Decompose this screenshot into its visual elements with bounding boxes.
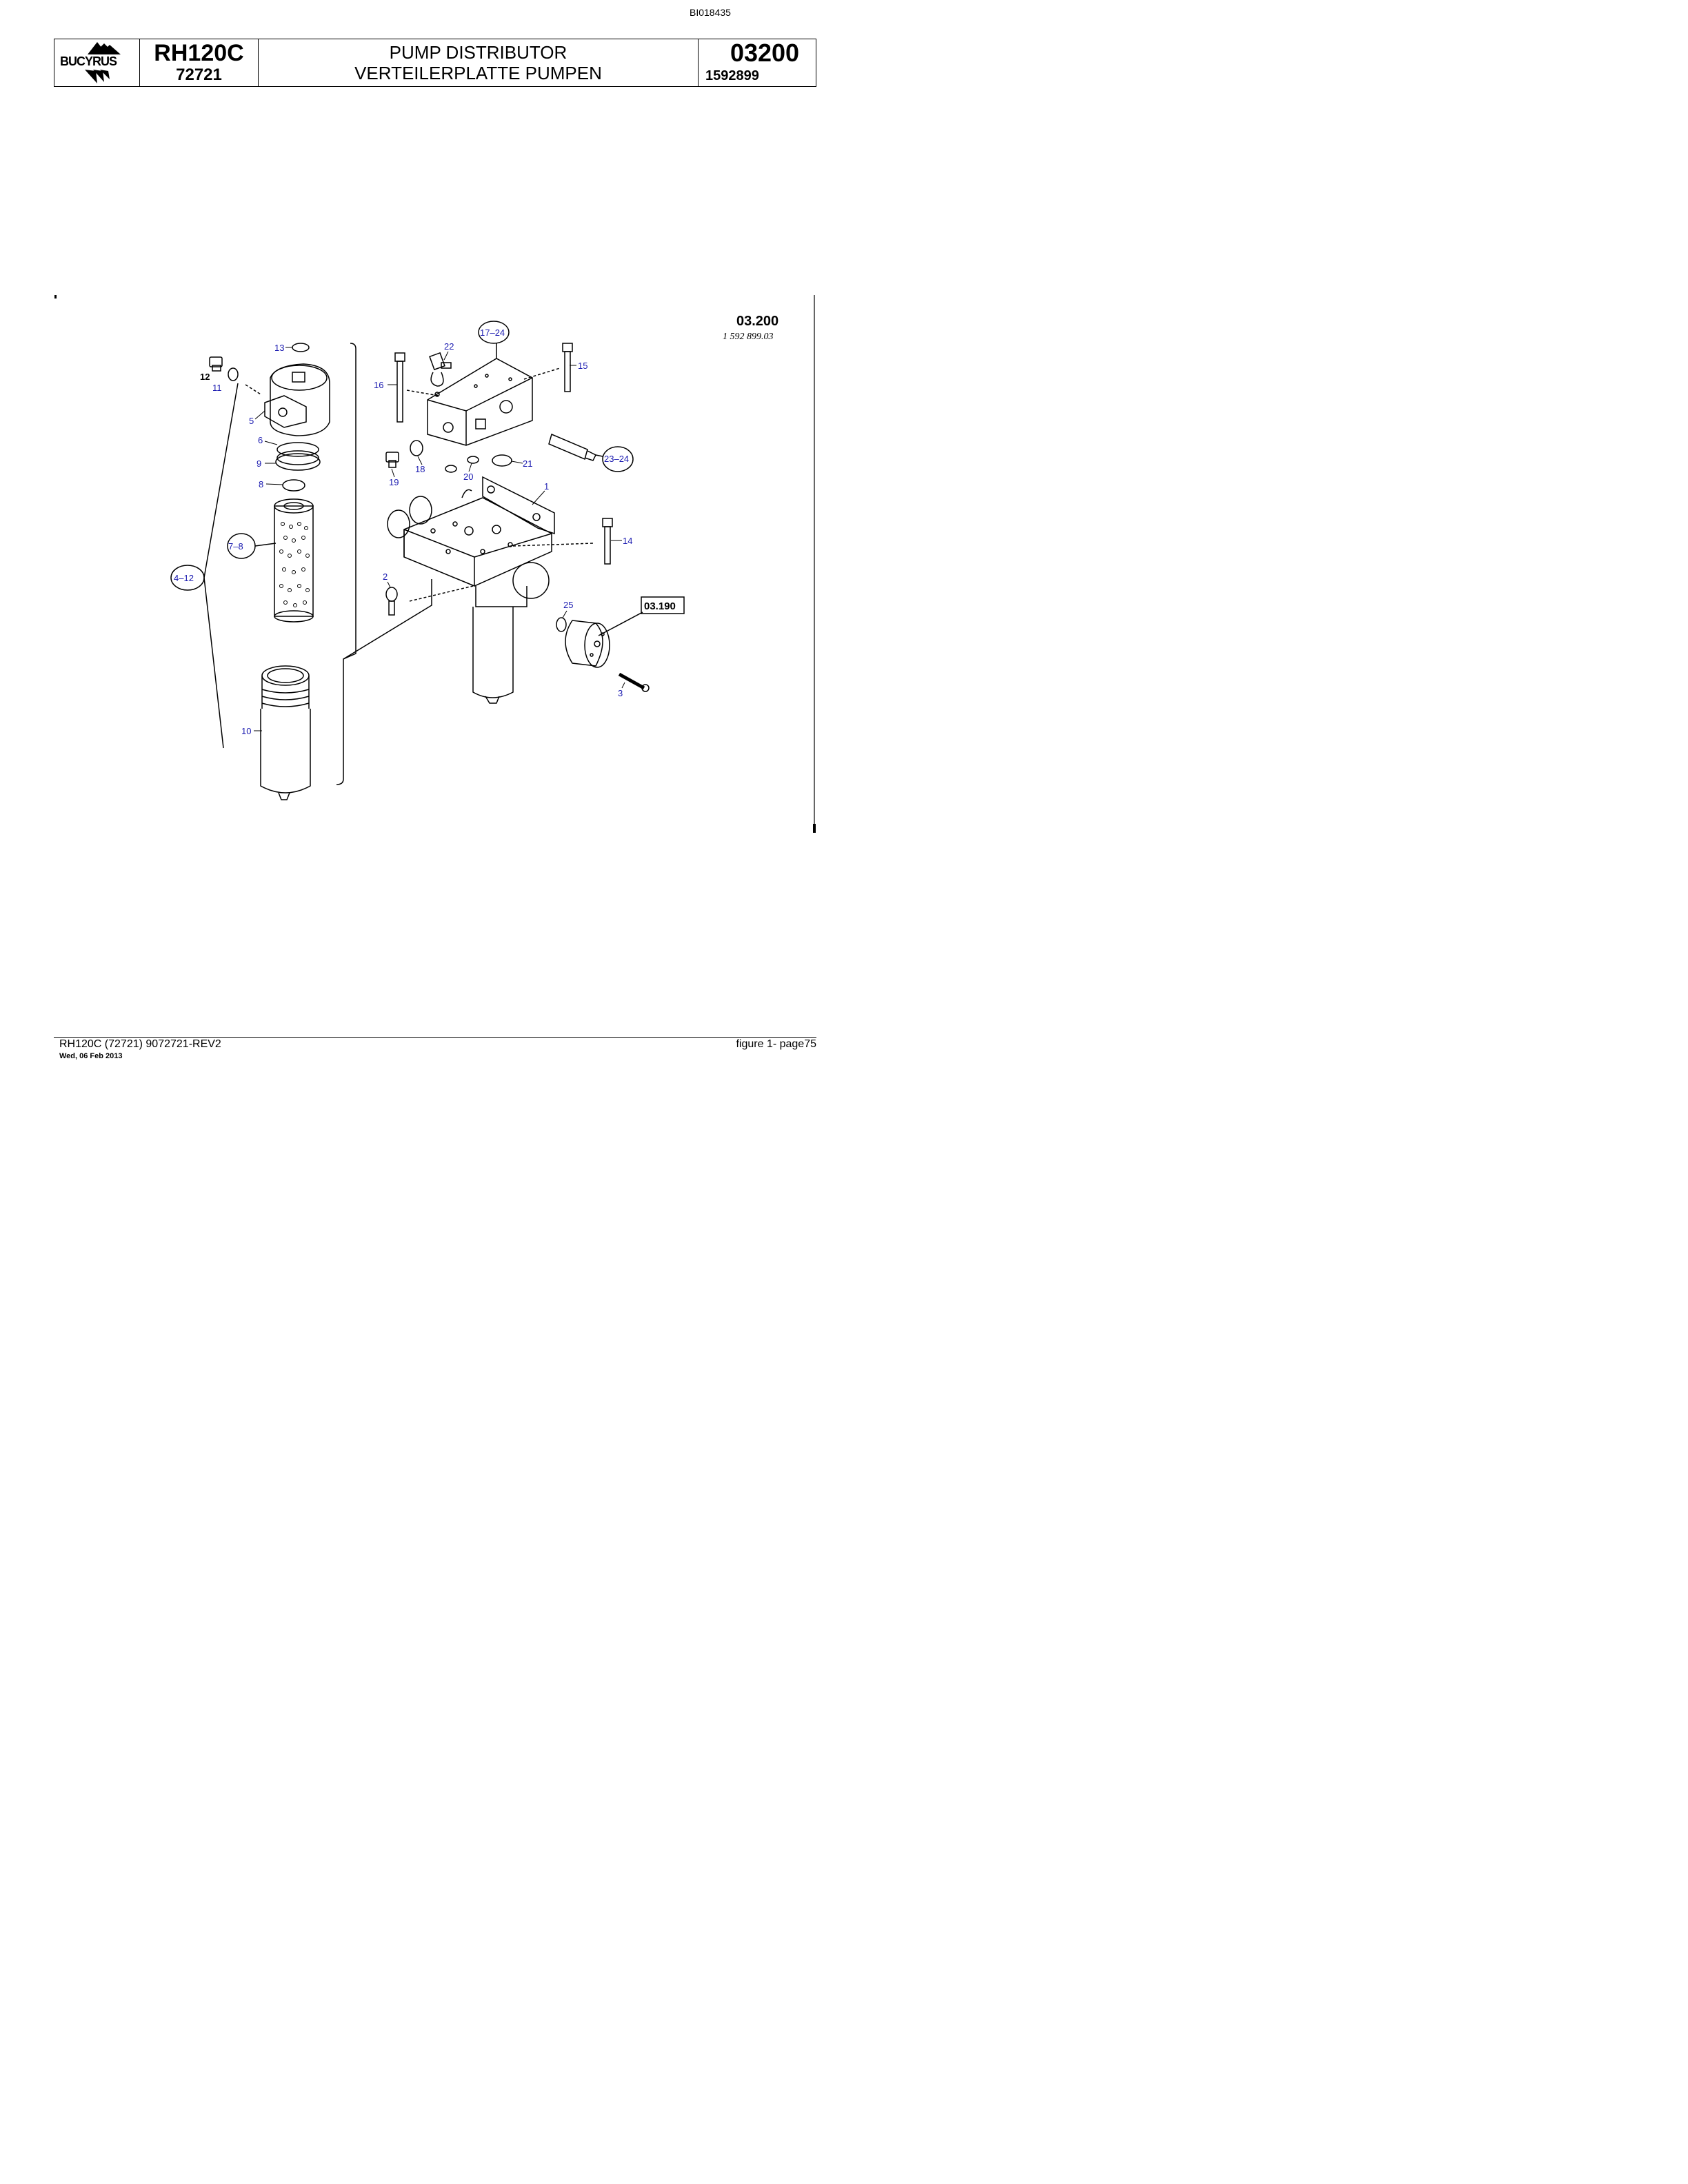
title-cell: PUMP DISTRIBUTOR VERTEILERPLATTE PUMPEN [259,39,699,86]
group-circle-23-24 [602,446,634,472]
document-id: BI018435 [690,7,731,18]
callout-6: 6 [258,435,263,445]
callout-19: 19 [389,477,399,487]
callout-21: 21 [523,458,532,469]
group-label-17-24: 17–24 [480,327,505,338]
callout-10: 10 [241,726,251,736]
figure-ref-number: 1 592 899.03 [723,332,774,342]
callout-13: 13 [274,343,284,353]
footer-date: Wed, 06 Feb 2013 [59,1052,123,1060]
part-18-washer [410,440,423,456]
group-label-4-12: 4–12 [174,573,194,583]
section-number: 03200 [730,39,800,67]
part-23-cartridge [548,433,597,461]
part-6-ring [277,442,319,457]
callout-14: 14 [623,536,632,546]
callout-2: 2 [383,572,388,582]
footer-document-ref: RH120C (72721) 9072721-REV2 [59,1038,221,1050]
title-german: VERTEILERPLATTE PUMPEN [354,63,602,83]
cross-reference-label: 03.190 [644,600,676,612]
part-1-distributor-body [387,476,555,704]
part-8-oring [282,479,305,492]
callout-22: 22 [444,341,454,352]
model-name: RH120C [154,40,244,66]
callout-11: 11 [212,383,222,393]
bucyrus-logo-icon [85,42,121,83]
footer-divider [54,1037,816,1038]
logo-cell: BUCYRUS [54,39,140,86]
part-11-washer [228,367,239,381]
footer-page-ref: figure 1- page75 [736,1038,816,1050]
title-english: PUMP DISTRIBUTOR [389,42,567,63]
part-9-ring [275,453,321,471]
part-12-plug [209,356,223,372]
model-cell: RH120C 72721 [140,39,259,86]
callout-25: 25 [563,600,573,610]
part-2-eyebolt [385,587,398,616]
title-block: BUCYRUS RH120C 72721 PUMP DISTRIBUTOR VE… [54,39,816,87]
callout-1: 1 [544,481,549,492]
part-5-filter-head [264,363,330,436]
logo-text: BUCYRUS [60,54,117,68]
callout-5: 5 [249,416,254,426]
part-22-sensor [429,352,452,387]
part-19-plug [385,452,399,468]
part-3-screw [618,672,650,692]
callout-8: 8 [259,479,263,489]
part-21-oring [492,454,512,467]
part-25-oring [556,617,567,632]
callout-3: 3 [618,688,623,698]
part-16-bolt [394,352,405,423]
group-circle-4-12 [170,565,205,591]
filter-element [274,498,314,623]
group-circle-17-24 [478,321,510,344]
part-13-oring [292,343,310,352]
section-cell: 03200 1592899 [699,39,817,86]
part-20-oring [445,465,457,473]
callout-20: 20 [463,472,473,482]
group-label-23-24: 23–24 [604,454,629,464]
figure-ref-title: 03.200 [736,314,778,329]
part-14-bolt [602,518,613,565]
group-label-7-8: 7–8 [228,541,243,552]
callout-16: 16 [374,380,383,390]
callout-12: 12 [200,372,210,382]
callout-18: 18 [415,464,425,474]
spin-on-filter [565,620,610,668]
callout-9: 9 [257,458,261,469]
cross-reference-box [641,596,685,614]
part-10-filter-bowl [260,665,311,800]
part-15-bolt [562,343,573,392]
valve-block [427,358,533,446]
part-number: 1592899 [705,68,759,83]
serial-number: 72721 [176,65,222,84]
callout-15: 15 [578,361,587,371]
exploded-parts-diagram: 03.200 1 592 899.03 [54,295,816,833]
